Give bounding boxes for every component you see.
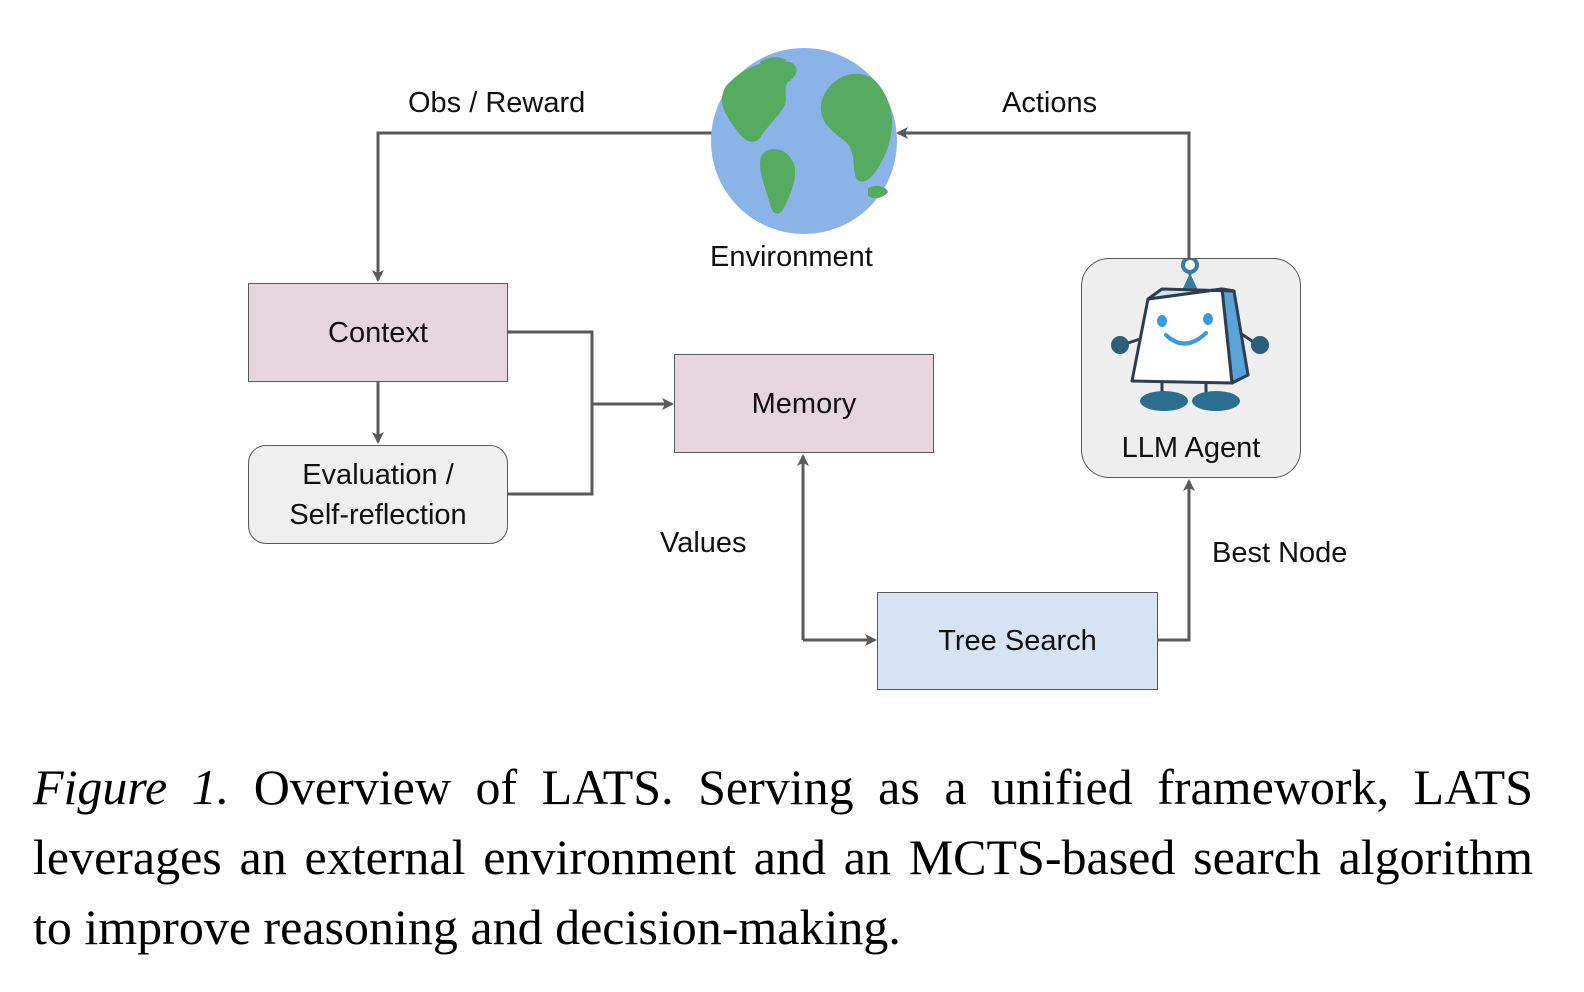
caption-label: Figure 1. xyxy=(33,759,230,815)
tree-search-label: Tree Search xyxy=(938,625,1097,657)
evaluation-node: Evaluation / Self-reflection xyxy=(248,445,508,544)
arrow-obs-reward xyxy=(372,131,712,282)
edge-label-actions: Actions xyxy=(1002,87,1098,119)
connector-context-out xyxy=(508,330,594,496)
llm-agent-node: LLM Agent xyxy=(1081,258,1301,478)
arrow-actions xyxy=(896,127,1191,258)
robot-icon xyxy=(1111,259,1269,411)
tree-search-node: Tree Search xyxy=(877,592,1158,690)
edge-label-best-node: Best Node xyxy=(1212,537,1348,569)
caption-text: Overview of LATS. Serving as a unified f… xyxy=(33,759,1534,955)
context-node: Context xyxy=(248,283,508,382)
context-label: Context xyxy=(328,316,428,349)
memory-node: Memory xyxy=(674,354,934,453)
memory-label: Memory xyxy=(751,387,857,420)
evaluation-label: Evaluation / Self-reflection xyxy=(289,458,467,531)
globe-icon xyxy=(711,48,897,234)
figure-caption: Figure 1. Overview of LATS. Serving as a… xyxy=(33,752,1533,962)
edge-label-values: Values xyxy=(660,527,747,559)
llm-agent-label: LLM Agent xyxy=(1121,432,1261,464)
arrow-best-node xyxy=(1158,479,1195,642)
environment-label: Environment xyxy=(710,241,873,273)
edge-label-obs-reward: Obs / Reward xyxy=(408,87,586,119)
